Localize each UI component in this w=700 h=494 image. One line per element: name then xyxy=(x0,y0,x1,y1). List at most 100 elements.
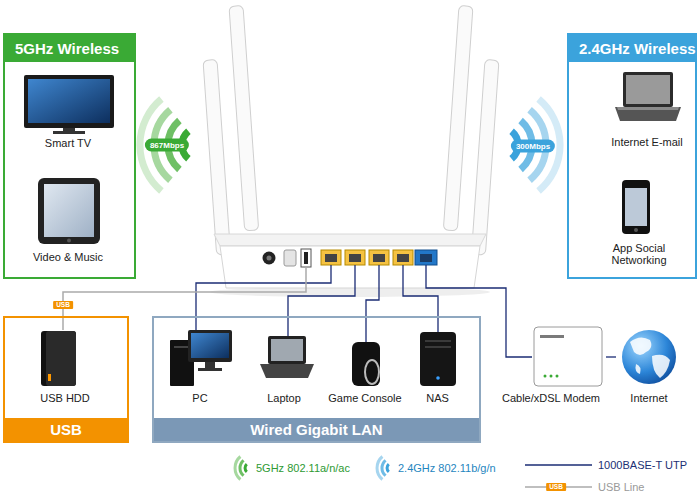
legend-wave-24ghz xyxy=(387,464,389,472)
legend-wave-24ghz xyxy=(377,457,382,480)
usb-wire xyxy=(63,267,306,330)
phone-icon xyxy=(622,180,650,234)
device-node: NAS xyxy=(410,326,465,406)
hdd-icon xyxy=(48,374,51,381)
modem-icon xyxy=(534,327,602,386)
globe-icon xyxy=(630,337,651,355)
smart-tv-icon xyxy=(24,75,114,134)
lan-port xyxy=(321,250,413,265)
network-cable xyxy=(606,356,616,357)
wifi-wave-24ghz xyxy=(512,99,560,191)
device-node: Laptop xyxy=(253,326,315,406)
legend-wave-24ghz xyxy=(377,457,389,480)
modem-icon xyxy=(540,335,564,338)
device-node: App Social Networking xyxy=(585,172,693,268)
group-heading: Wired Gigabit LAN xyxy=(154,418,479,441)
group-box: 2.4GHz WirelessInternet E-mailApp Social… xyxy=(567,33,697,279)
legend-text: 1000BASE-T UTP xyxy=(598,458,687,472)
laptop-icon xyxy=(615,107,681,121)
group-box: 5GHz WirelessSmart TV Video & Music xyxy=(3,33,136,279)
port-socket xyxy=(420,254,432,262)
device-node: Cable/xDSL Modem xyxy=(496,322,606,406)
nas-icon xyxy=(425,340,451,342)
group-heading: 5GHz Wireless xyxy=(5,35,134,62)
device-label: Smart TV xyxy=(45,137,91,151)
laptop-icon xyxy=(615,72,681,121)
pc-icon xyxy=(174,346,190,348)
phone-icon xyxy=(625,188,647,226)
nas-icon xyxy=(436,376,440,380)
modem-icon xyxy=(534,327,602,386)
legend-wave-5ghz xyxy=(240,460,244,475)
usb-tag: USB xyxy=(546,483,566,491)
ethernet-wire xyxy=(196,265,331,330)
router-body xyxy=(304,252,308,264)
speed-badge: 300Mbps xyxy=(511,140,555,153)
router-body xyxy=(214,234,486,246)
smart-tv-icon xyxy=(28,79,110,123)
device-label: App Social Networking xyxy=(589,242,689,268)
game-console-icon xyxy=(352,342,380,386)
globe-icon xyxy=(622,330,676,384)
router-antenna xyxy=(443,6,473,231)
router-antenna xyxy=(471,60,499,256)
ethernet-wire xyxy=(288,265,355,336)
lan-port xyxy=(393,250,413,265)
legend-wave-5ghz xyxy=(245,464,247,472)
lan-port xyxy=(345,250,365,265)
pc-icon xyxy=(191,333,229,358)
globe-icon xyxy=(630,337,670,378)
tablet-icon xyxy=(44,184,94,237)
device-node: Smart TV xyxy=(18,70,118,151)
nas-icon xyxy=(425,346,451,348)
router-body xyxy=(284,250,296,266)
port-socket xyxy=(373,254,385,262)
globe-icon xyxy=(622,330,676,384)
tablet-icon xyxy=(38,178,100,244)
hdd-icon xyxy=(41,331,76,386)
legend-text: 2.4GHz 802.11b/g/n xyxy=(398,461,496,475)
device-label: Laptop xyxy=(267,392,301,406)
router-antenna xyxy=(229,6,259,231)
hdd-icon xyxy=(41,331,76,386)
device-label: Internet E-mail xyxy=(611,136,683,150)
device-node: Game Console xyxy=(325,326,405,406)
device-label: PC xyxy=(192,392,207,406)
laptop-icon xyxy=(626,75,670,104)
modem-icon xyxy=(544,375,547,378)
device-label: NAS xyxy=(426,392,449,406)
game-console-icon xyxy=(352,342,380,386)
laptop-icon xyxy=(268,336,306,364)
wifi-wave-5ghz xyxy=(140,99,188,191)
device-node: Internet E-mail xyxy=(600,68,694,150)
legend-text: 5GHz 802.11a/n/ac xyxy=(256,461,350,475)
globe-icon xyxy=(652,355,670,378)
hdd-icon xyxy=(46,331,76,386)
laptop-icon xyxy=(271,339,303,361)
speed-badge: 867Mbps xyxy=(145,139,189,152)
smart-tv-icon xyxy=(53,131,85,134)
pc-icon xyxy=(188,330,232,362)
device-node: USB HDD xyxy=(18,326,112,406)
legend-wave-24ghz xyxy=(382,460,386,475)
device-node: Video & Music xyxy=(18,170,118,265)
legend-line-sample xyxy=(525,464,592,466)
globe-icon xyxy=(636,364,641,374)
lan-port xyxy=(369,250,389,265)
smart-tv-icon xyxy=(24,75,114,128)
device-node: PC xyxy=(165,326,235,406)
port-socket xyxy=(415,250,437,265)
router-body xyxy=(220,246,480,288)
device-label: USB HDD xyxy=(40,392,90,406)
device-label: Video & Music xyxy=(33,251,103,265)
ethernet-wire xyxy=(366,265,379,342)
laptop-icon xyxy=(260,364,314,378)
group-heading: USB xyxy=(5,418,127,441)
port-socket xyxy=(325,250,437,265)
laptop-icon xyxy=(617,107,679,110)
smart-tv-icon xyxy=(63,128,75,131)
game-console-icon xyxy=(365,360,379,384)
ethernet-wire xyxy=(403,265,438,332)
